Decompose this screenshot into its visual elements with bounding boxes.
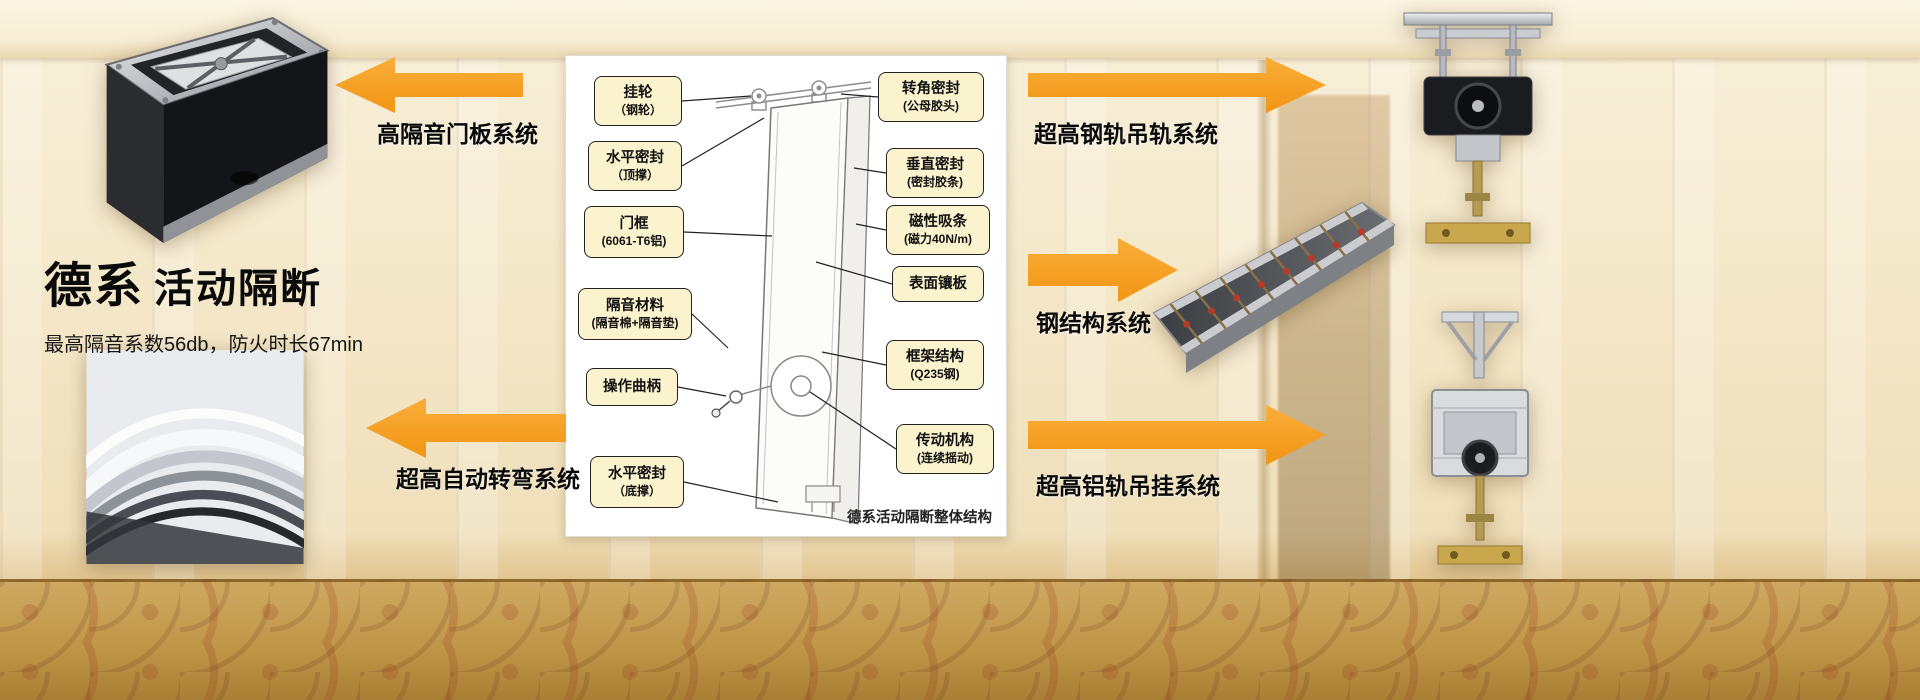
hall-carpet	[0, 579, 1920, 700]
steel-structure-image	[1152, 201, 1396, 373]
hall-pillar-shadow	[1256, 60, 1272, 600]
callout-horizontal-seal-top: 水平密封 （顶撑）	[588, 141, 682, 191]
callout-line: (密封胶条)	[907, 174, 963, 189]
feature-label: 钢结构系统	[1036, 310, 1151, 336]
callout-line: 水平密封	[608, 466, 666, 483]
feature-label: 超高铝轨吊挂系统	[1036, 473, 1220, 499]
callout-line: 操作曲柄	[603, 378, 661, 395]
callout-operating-crank: 操作曲柄	[586, 368, 678, 406]
feature-steel-structure-system: 钢结构系统	[1028, 238, 1178, 338]
callout-line: 挂轮	[623, 85, 653, 102]
callout-surface-panel: 表面镶板	[892, 266, 984, 302]
diagram-caption: 德系活动隔断整体结构	[847, 510, 992, 526]
arrow-left-icon	[366, 398, 566, 458]
brand-name: 德系	[44, 260, 145, 313]
callout-drive-mechanism: 传动机构 (连续摇动)	[896, 424, 994, 474]
callout-line: （底撑）	[612, 483, 661, 498]
photo-steel-structure	[1150, 185, 1400, 390]
callout-hanger-wheel: 挂轮 （钢轮）	[594, 76, 682, 126]
callout-line: 门框	[619, 216, 649, 233]
feature-aluminum-rail-hanging-system: 超高铝轨吊挂系统	[1028, 405, 1326, 501]
arrow-left-icon	[335, 57, 523, 113]
hall-doorway	[1278, 95, 1390, 600]
photo-curved-track	[86, 350, 304, 564]
aluminum-rail-hanger-image	[1431, 311, 1529, 565]
callout-line: （顶撑）	[610, 167, 659, 182]
callout-line: (隔音棉+隔音垫)	[591, 315, 679, 330]
structure-diagram: 挂轮 （钢轮） 水平密封 （顶撑） 门框 (6061-T6铝) 隔音材料 (隔音…	[565, 55, 1007, 537]
feature-steel-rail-hanging-system: 超高钢轨吊轨系统	[1028, 57, 1326, 149]
title-line: 德系活动隔断	[44, 246, 363, 316]
arrow-right-icon	[1028, 405, 1326, 465]
callout-frame-structure: 框架结构 (Q235钢)	[886, 340, 984, 390]
steel-rail-hanger-image	[1403, 12, 1553, 244]
arrow-right-icon	[1028, 57, 1326, 113]
callout-line: (连续摇动)	[917, 450, 973, 465]
product-title: 德系活动隔断 最高隔音系数56db，防火时长67min	[44, 246, 363, 357]
callout-vertical-seal: 垂直密封 (密封胶条)	[886, 148, 984, 198]
callout-line: (公母胶头)	[903, 98, 959, 113]
feature-label: 高隔音门板系统	[377, 121, 538, 147]
partition-illustration	[677, 80, 897, 525]
photo-aluminum-rail-hanger	[1390, 308, 1570, 576]
callout-line: 磁性吸条	[909, 214, 967, 231]
photo-door-panel-mechanism	[92, 6, 336, 244]
photo-steel-rail-hanger	[1388, 5, 1568, 255]
callout-soundproof-material: 隔音材料 (隔音棉+隔音垫)	[578, 288, 692, 340]
callout-line: 表面镶板	[909, 275, 967, 292]
callout-door-frame: 门框 (6061-T6铝)	[584, 206, 684, 258]
callout-line: (6061-T6铝)	[601, 233, 667, 248]
callout-line: 框架结构	[906, 349, 964, 366]
feature-soundproof-door-panel-system: 高隔音门板系统	[335, 57, 538, 149]
callout-line: （钢轮）	[613, 102, 662, 117]
feature-label: 超高自动转弯系统	[396, 466, 580, 492]
callout-line: (Q235钢)	[910, 366, 960, 381]
callout-magnetic-strip: 磁性吸条 (磁力40N/m)	[886, 205, 990, 255]
product-name: 活动隔断	[154, 267, 323, 311]
callout-line: (磁力40N/m)	[903, 231, 972, 246]
callout-line: 水平密封	[606, 150, 664, 167]
callout-line: 转角密封	[902, 81, 960, 98]
callout-line: 垂直密封	[906, 157, 964, 174]
curved-track-image	[86, 350, 304, 564]
callout-line: 传动机构	[916, 433, 974, 450]
product-subtitle: 最高隔音系数56db，防火时长67min	[44, 334, 363, 356]
callout-corner-seal: 转角密封 (公母胶头)	[878, 72, 984, 122]
door-panel-mechanism-image	[104, 17, 330, 243]
feature-label: 超高钢轨吊轨系统	[1034, 121, 1218, 147]
callout-line: 隔音材料	[606, 298, 664, 315]
callout-horizontal-seal-bottom: 水平密封 （底撑）	[590, 456, 684, 508]
feature-auto-turning-system: 超高自动转弯系统	[366, 398, 580, 494]
arrow-right-icon	[1028, 238, 1178, 302]
